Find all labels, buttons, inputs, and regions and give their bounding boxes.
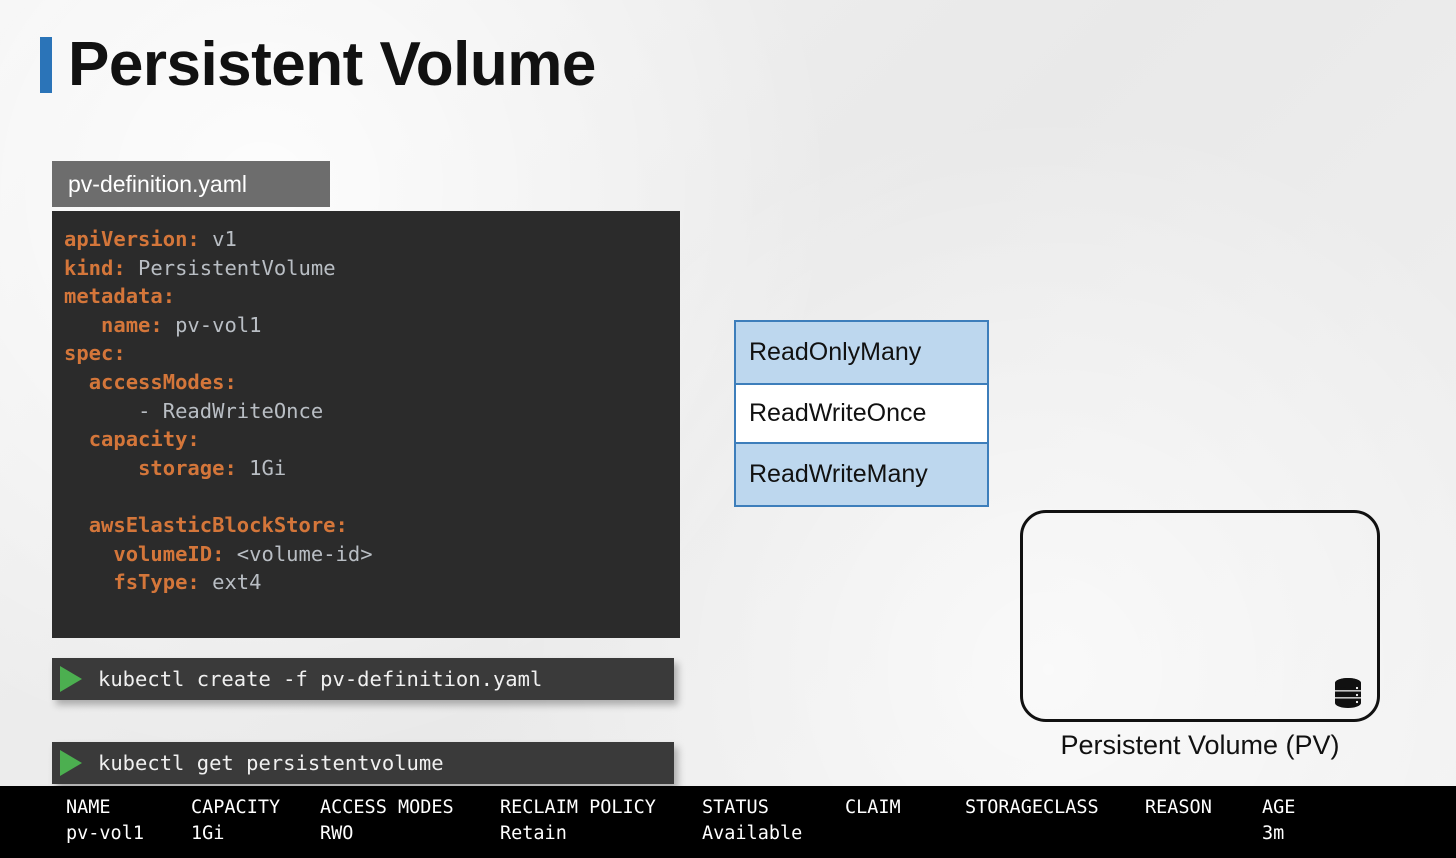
table-column-header: AGE (1262, 797, 1296, 818)
yaml-key: fsType: (113, 570, 200, 595)
command-bar-create[interactable]: kubectl create -f pv-definition.yaml (52, 658, 674, 700)
kubectl-output-table: NAME pv-vol1 CAPACITY 1Gi ACCESS MODES RWO REC… (0, 786, 1456, 858)
yaml-file-name: pv-definition.yaml (68, 170, 247, 197)
yaml-value: pv-vol1 (162, 312, 262, 337)
yaml-key: capacity: (88, 427, 200, 452)
yaml-value: v1 (199, 227, 237, 251)
command-text-get: kubectl get persistentvolume (98, 751, 444, 775)
yaml-key: awsElasticBlockStore: (88, 512, 348, 537)
yaml-value: <volume-id> (224, 541, 373, 566)
yaml-line: storage: 1Gi (64, 454, 680, 483)
page-header: Persistent Volume (40, 34, 596, 96)
table-cell-value: Available (702, 823, 803, 844)
yaml-key: accessModes: (88, 369, 237, 394)
table-cell-value: 1Gi (191, 823, 225, 844)
yaml-value: - ReadWriteOnce (138, 398, 324, 423)
yaml-key: apiVersion: (64, 227, 200, 251)
access-modes-list: ReadOnlyMany ReadWriteOnce ReadWriteMany (734, 320, 989, 507)
page-title: Persistent Volume (68, 30, 596, 99)
yaml-line: apiVersion: v1 (64, 225, 680, 254)
play-icon (60, 666, 82, 692)
title-accent-bar (40, 37, 52, 93)
yaml-line: awsElasticBlockStore: (64, 511, 680, 540)
access-mode-label: ReadWriteMany (749, 460, 928, 488)
access-mode-row[interactable]: ReadOnlyMany (736, 322, 987, 383)
table-column-header: REASON (1145, 797, 1212, 818)
play-icon (60, 750, 82, 776)
command-text-create: kubectl create -f pv-definition.yaml (98, 667, 543, 691)
yaml-file-tab: pv-definition.yaml (52, 161, 330, 207)
yaml-value: ext4 (199, 570, 262, 595)
yaml-key: name: (101, 312, 163, 337)
table-cell-value: 3m (1262, 823, 1285, 844)
table-column-header: RECLAIM POLICY (500, 797, 656, 818)
table-column-header: ACCESS MODES (320, 797, 454, 818)
persistent-volume-shape (1020, 510, 1380, 722)
yaml-line: accessModes: (64, 368, 680, 397)
yaml-line: metadata: (64, 282, 680, 311)
yaml-line: volumeID: <volume-id> (64, 540, 680, 569)
yaml-line: name: pv-vol1 (64, 311, 680, 340)
yaml-key: volumeID: (113, 541, 225, 566)
yaml-value: PersistentVolume (125, 255, 336, 280)
yaml-key: storage: (138, 455, 237, 480)
command-bar-get[interactable]: kubectl get persistentvolume (52, 742, 674, 784)
yaml-line (64, 482, 680, 511)
yaml-key: spec: (64, 341, 126, 366)
yaml-line: spec: (64, 339, 680, 368)
yaml-key: metadata: (64, 284, 176, 309)
table-column-header: STORAGECLASS (965, 797, 1099, 818)
table-column-header: STATUS (702, 797, 769, 818)
access-mode-row[interactable]: ReadWriteOnce (736, 383, 987, 444)
table-cell-value: RWO (320, 823, 354, 844)
yaml-key: kind: (64, 255, 126, 280)
yaml-line: kind: PersistentVolume (64, 254, 680, 283)
persistent-volume-caption: Persistent Volume (PV) (1060, 730, 1340, 760)
access-mode-label: ReadWriteOnce (749, 399, 927, 427)
table-cell-value: pv-vol1 (66, 823, 144, 844)
table-column-header: CLAIM (845, 797, 901, 818)
yaml-line: - ReadWriteOnce (64, 397, 680, 426)
database-icon (1335, 678, 1361, 708)
yaml-line: fsType: ext4 (64, 568, 680, 597)
yaml-line: capacity: (64, 425, 680, 454)
table-cell-value: Retain (500, 823, 567, 844)
access-mode-row[interactable]: ReadWriteMany (736, 444, 987, 505)
yaml-value: 1Gi (236, 455, 287, 480)
table-column-header: CAPACITY (191, 797, 281, 818)
access-mode-label: ReadOnlyMany (749, 338, 922, 366)
table-column-header: NAME (66, 797, 111, 818)
